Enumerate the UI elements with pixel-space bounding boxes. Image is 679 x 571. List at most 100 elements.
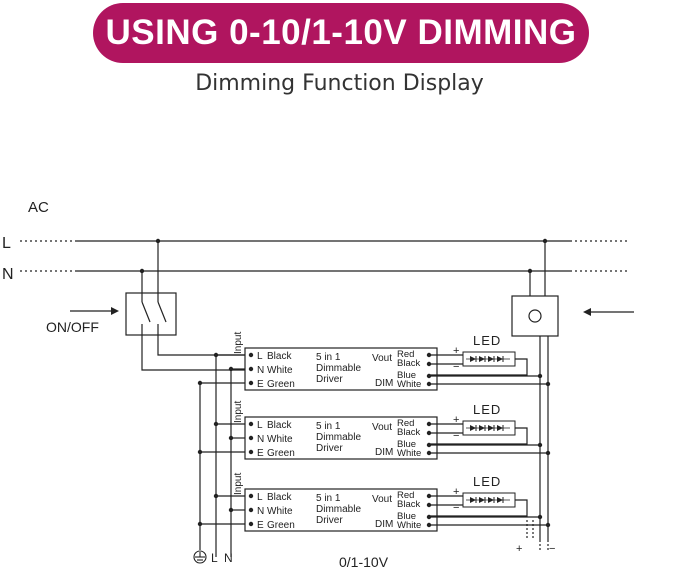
switch-arrow-icon	[70, 307, 119, 315]
page-subtitle: Dimming Function Display	[195, 71, 484, 96]
junction-dot	[213, 493, 219, 499]
vout-wire-color: Red	[397, 418, 414, 429]
led-minus-label: −	[453, 361, 459, 373]
led-label: LED	[473, 333, 501, 348]
dim-minus-label: −	[549, 543, 555, 555]
junction-dot	[228, 435, 234, 441]
led-minus-label: −	[453, 502, 459, 514]
input-wire-color: White	[267, 506, 293, 517]
switch-icon	[125, 241, 177, 336]
line-l-label: L	[2, 235, 11, 252]
vout-label: Vout	[372, 422, 392, 433]
input-wire-color: Black	[267, 351, 292, 362]
driver-name-line: 5 in 1	[316, 493, 341, 504]
input-pin-label: N	[257, 506, 264, 517]
input-wire-color: Green	[267, 520, 295, 531]
input-wire-color: White	[267, 365, 293, 376]
led-label: LED	[473, 402, 501, 417]
led-return-wire	[429, 358, 528, 376]
led-return-wire	[429, 427, 528, 445]
driver-name-line: 5 in 1	[316, 421, 341, 432]
junction-dot	[213, 352, 219, 358]
input-terminal	[248, 493, 254, 499]
led-plus-label: +	[453, 486, 459, 498]
junction-dot	[213, 421, 219, 427]
switched-n-wire	[141, 335, 245, 371]
ac-label: AC	[28, 199, 49, 216]
driver-name-line: 5 in 1	[316, 352, 341, 363]
vout-label: Vout	[372, 353, 392, 364]
on-off-label: ON/OFF	[46, 319, 99, 335]
input-pin-label: N	[257, 434, 264, 445]
driver-box	[244, 347, 438, 391]
page-title: USING 0-10/1-10V DIMMING	[105, 13, 577, 52]
input-terminal	[248, 352, 254, 358]
input-pin-label: E	[257, 520, 264, 531]
dim-label: DIM	[375, 447, 393, 458]
led-plus-label: +	[453, 414, 459, 426]
input-wire-color: White	[267, 434, 293, 445]
junction-dot	[197, 380, 203, 386]
input-terminal	[248, 421, 254, 427]
led-return-wire	[429, 499, 528, 517]
junction-dot	[197, 521, 203, 527]
input-pin-label: E	[257, 448, 264, 459]
input-terminal	[248, 366, 254, 372]
vout-wire-color: Black	[397, 427, 420, 438]
driver-name-line: Driver	[316, 374, 343, 385]
junction-dot	[228, 507, 234, 513]
led-plus-label: +	[453, 345, 459, 357]
dim-wire-color: White	[397, 379, 421, 390]
vout-wire-color: Black	[397, 358, 420, 369]
input-terminal	[248, 435, 254, 441]
junction-dot	[197, 449, 203, 455]
driver-name-line: Dimmable	[316, 504, 361, 515]
vout-label: Vout	[372, 494, 392, 505]
input-wire-color: Black	[267, 492, 292, 503]
dimmer-signal-label: 0/1-10V	[339, 554, 389, 570]
bottom-n-label: N	[224, 551, 233, 565]
input-terminal	[248, 449, 254, 455]
input-wire-color: Green	[267, 379, 295, 390]
ground-icon	[193, 550, 207, 564]
title-banner: USING 0-10/1-10V DIMMING	[93, 3, 589, 63]
dim-label: DIM	[375, 519, 393, 530]
driver-input-label: Input	[233, 473, 244, 495]
driver-input-label: Input	[233, 332, 244, 354]
dim-wire-color: Blue	[397, 511, 416, 522]
input-wire-color: Green	[267, 448, 295, 459]
dim-wire-color: Blue	[397, 439, 416, 450]
line-n-label: N	[2, 266, 14, 283]
led-label: LED	[473, 474, 501, 489]
dim-wire-color: White	[397, 448, 421, 459]
driver-name-line: Driver	[316, 443, 343, 454]
dim-wire-color: White	[397, 520, 421, 531]
dim-label: DIM	[375, 378, 393, 389]
led-minus-label: −	[453, 430, 459, 442]
input-pin-label: L	[257, 420, 263, 431]
input-pin-label: N	[257, 365, 264, 376]
dimmer-knob-icon	[511, 241, 559, 337]
input-pin-label: L	[257, 351, 263, 362]
vout-wire-color: Red	[397, 349, 414, 360]
vout-wire-color: Red	[397, 490, 414, 501]
junction-dot	[228, 366, 234, 372]
driver-name-line: Dimmable	[316, 432, 361, 443]
dim-wire-color: Blue	[397, 370, 416, 381]
input-pin-label: L	[257, 492, 263, 503]
bottom-l-label: L	[211, 551, 218, 565]
input-pin-label: E	[257, 379, 264, 390]
input-terminal	[248, 521, 254, 527]
driver-name-line: Driver	[316, 515, 343, 526]
driver-name-line: Dimmable	[316, 363, 361, 374]
input-terminal	[248, 380, 254, 386]
switched-l-wire	[157, 335, 245, 356]
driver-box	[244, 416, 438, 460]
vout-wire-color: Black	[397, 499, 420, 510]
input-wire-color: Black	[267, 420, 292, 431]
driver-input-label: Input	[233, 401, 244, 423]
dimmer-arrow-icon	[583, 308, 634, 316]
dim-plus-label: +	[516, 543, 522, 555]
